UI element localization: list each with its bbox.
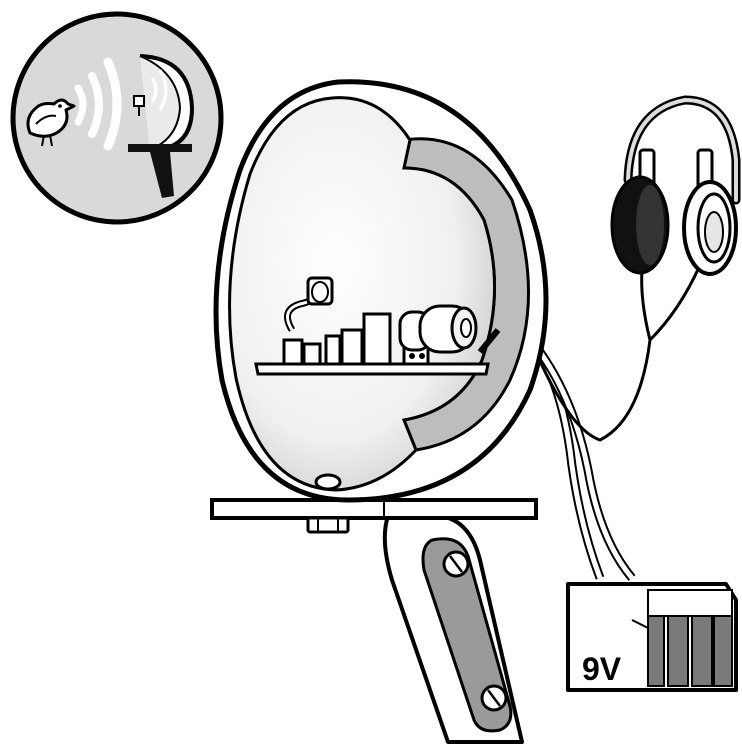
coil-icon xyxy=(308,278,332,304)
right-earcup xyxy=(684,150,736,274)
inset-bird-sound-icon xyxy=(13,14,221,222)
mounting-bracket xyxy=(212,500,536,532)
left-earcup xyxy=(612,150,668,273)
cables xyxy=(532,265,700,578)
headphones xyxy=(612,100,736,274)
nut-icon xyxy=(308,518,348,532)
screw-icon xyxy=(444,552,468,576)
battery-pack: 9V xyxy=(568,584,736,690)
parabolic-dish xyxy=(216,82,546,500)
pistol-grip-handle xyxy=(385,516,522,742)
screw-icon xyxy=(482,686,506,710)
drain-hole xyxy=(316,475,340,489)
battery-label: 9V xyxy=(582,651,622,687)
